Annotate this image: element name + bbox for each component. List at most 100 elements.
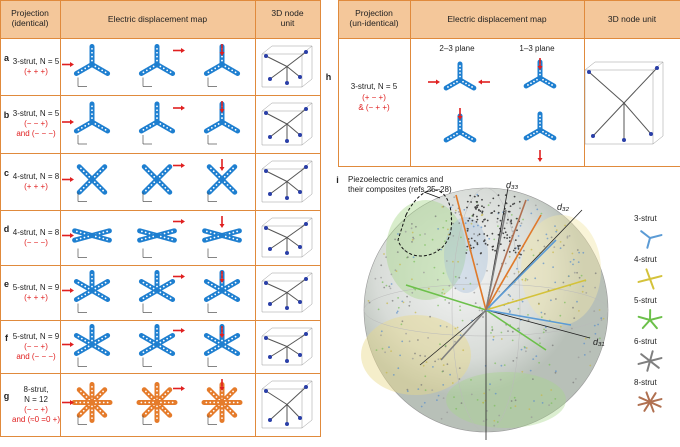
data-point (452, 235, 455, 237)
node-unit-d (261, 217, 313, 258)
data-point (542, 262, 545, 265)
data-point (473, 233, 475, 235)
data-point (594, 272, 597, 275)
legend-icon-4 (637, 401, 651, 406)
data-point (392, 374, 395, 376)
data-point (452, 222, 454, 225)
legend-icon-3 (646, 360, 651, 372)
data-point (568, 235, 571, 237)
data-point-ceramic (507, 218, 509, 221)
data-point-ceramic (470, 201, 472, 203)
data-point (545, 329, 547, 332)
data-point (493, 238, 496, 241)
data-point (525, 347, 528, 349)
vector-2 (485, 239, 557, 311)
data-point (504, 262, 507, 265)
data-point (578, 251, 580, 254)
strut-d-0 (72, 228, 112, 243)
data-point (447, 233, 450, 236)
data-point (552, 266, 554, 268)
legend-icon-0 (646, 237, 651, 249)
data-point-ceramic (477, 204, 479, 207)
data-point-ceramic (466, 229, 469, 232)
data-point (401, 300, 404, 303)
data-point (517, 271, 520, 273)
data-point (541, 402, 544, 404)
data-point (463, 208, 466, 211)
data-point (493, 419, 496, 422)
data-point (453, 196, 456, 199)
row-sign-g-1: and (≈0 =0 +) (12, 414, 60, 424)
data-point (493, 424, 496, 427)
data-point (445, 325, 448, 328)
data-point-ceramic (504, 231, 507, 234)
data-point (554, 225, 556, 228)
row-sign-b-0: (− − +) (24, 119, 48, 128)
data-point (440, 248, 443, 251)
data-point (445, 260, 448, 262)
legend-icon-3 (637, 360, 651, 365)
data-point (496, 221, 499, 223)
data-point (488, 237, 491, 240)
arrow-d-1-head (181, 219, 185, 224)
data-point (374, 277, 377, 280)
data-point (583, 342, 586, 345)
data-point (411, 231, 414, 234)
data-point (396, 251, 399, 254)
legend-icon-1 (637, 278, 651, 283)
data-point (434, 360, 436, 363)
data-point (491, 329, 494, 332)
data-point (414, 352, 416, 355)
data-point (506, 222, 508, 225)
strut-a-1 (138, 44, 176, 76)
data-point (585, 292, 588, 294)
data-point (530, 416, 533, 419)
vector-4 (405, 284, 487, 311)
data-point-ceramic (503, 249, 505, 252)
strut-e-1 (138, 270, 176, 302)
data-point-ceramic (510, 222, 513, 225)
data-point (465, 277, 467, 279)
data-point (453, 396, 455, 398)
data-point (431, 389, 434, 391)
strut-a-0 (73, 44, 111, 76)
data-point (551, 344, 554, 347)
data-point (483, 392, 485, 395)
data-point (519, 207, 521, 210)
arrow-c-0-head (70, 177, 74, 182)
data-point (466, 249, 468, 251)
data-point (599, 337, 601, 340)
data-point-ceramic (506, 234, 509, 236)
data-point-ceramic (477, 195, 480, 197)
arrow-g-1-head (181, 386, 185, 391)
data-point-ceramic (472, 215, 474, 217)
arrow-h-4-head (537, 158, 543, 162)
data-point-ceramic (479, 210, 482, 213)
arrow-f-0-head (70, 342, 74, 347)
data-point (408, 304, 411, 307)
arrow-e-1-head (181, 274, 185, 279)
data-point (381, 281, 384, 284)
data-point-ceramic (484, 225, 486, 227)
data-point (550, 402, 553, 404)
data-point (424, 375, 427, 378)
legend-icon-0 (640, 230, 651, 239)
data-point (524, 279, 527, 282)
data-point (436, 278, 439, 281)
data-point (508, 308, 510, 311)
data-point (520, 222, 523, 225)
data-point-ceramic (475, 208, 477, 210)
data-point (444, 299, 447, 301)
node-unit-b (261, 102, 313, 146)
sphere-patch-yellow-2 (521, 215, 601, 325)
right-table: Projection (un-identical) Electric displ… (338, 0, 680, 167)
data-point (442, 384, 445, 386)
legend-icon-3 (640, 353, 651, 362)
data-point (476, 399, 479, 401)
data-point (394, 238, 396, 241)
data-point (527, 199, 529, 202)
annotation-ceramics: Piezoelectric ceramics and their composi… (348, 175, 452, 194)
data-point (508, 255, 511, 258)
data-point (582, 251, 585, 254)
strut-b-1 (138, 101, 176, 134)
